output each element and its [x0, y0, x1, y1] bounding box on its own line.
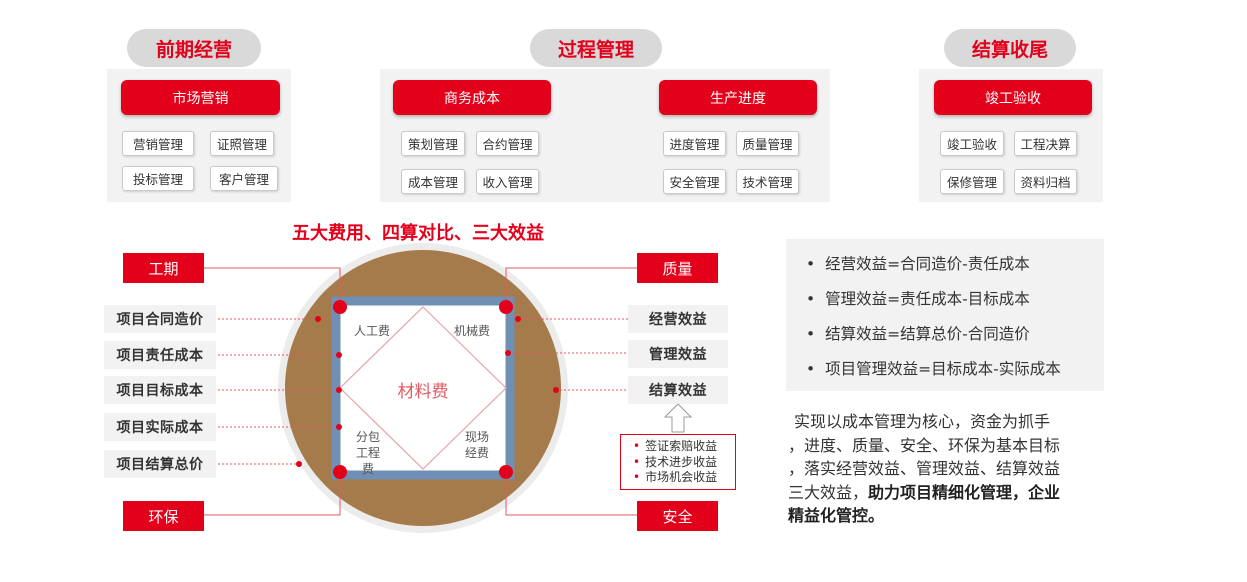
section-header-market[interactable]: 市场营销	[121, 80, 280, 115]
connector-line	[505, 472, 640, 516]
cost-site: 现场经费	[464, 430, 489, 460]
chip-item[interactable]: 营销管理	[122, 131, 194, 156]
benefit-item: 结算效益=结算总价-合同造价	[806, 322, 1030, 344]
chip-item[interactable]: 成本管理	[401, 169, 465, 194]
right-item: 结算效益	[628, 376, 728, 404]
left-item: 项目责任成本	[104, 341, 216, 369]
cost-material: 材料费	[397, 382, 449, 402]
chip-item[interactable]: 技术管理	[736, 169, 799, 194]
diagram-title: 五大费用、四算对比、三大效益	[292, 223, 544, 244]
summary-line: ，进度、质量、安全、环保为基本目标	[788, 435, 1061, 455]
chip-item[interactable]: 客户管理	[210, 166, 278, 191]
summary-line: 实现以成本管理为核心，资金为抓手	[794, 412, 1051, 431]
phase-title-1: 前期经营	[127, 29, 261, 67]
chip-item[interactable]: 合约管理	[476, 131, 539, 156]
chip-item[interactable]: 安全管理	[663, 169, 726, 194]
benefit-formulas: 经营效益=合同造价-责任成本 管理效益=责任成本-目标成本 结算效益=结算总价-…	[786, 239, 1104, 391]
bonus-box: 签证索赔收益 技术进步收益 市场机会收益	[620, 434, 736, 490]
corner-dot	[499, 465, 513, 479]
corner-label-safety: 安全	[637, 501, 718, 531]
summary-paragraph: 实现以成本管理为核心，资金为抓手 ，进度、质量、安全、环保为基本目标 ，落实经营…	[788, 410, 1118, 528]
connector-line	[204, 472, 341, 516]
section-header-completion[interactable]: 竣工验收	[934, 80, 1092, 115]
connector-dot	[553, 387, 559, 393]
chip-item[interactable]: 投标管理	[122, 166, 194, 191]
connector-dot	[336, 424, 342, 430]
chip-item[interactable]: 工程决算	[1014, 131, 1077, 156]
corner-dot	[499, 300, 513, 314]
chip-item[interactable]: 资料归档	[1014, 169, 1077, 194]
chip-item[interactable]: 质量管理	[736, 131, 799, 156]
chip-item[interactable]: 进度管理	[663, 131, 726, 156]
left-item: 项目实际成本	[104, 413, 216, 441]
benefit-item: 经营效益=合同造价-责任成本	[806, 252, 1030, 274]
corner-dot	[333, 465, 347, 479]
connector-dot	[315, 316, 321, 322]
chip-item[interactable]: 证照管理	[210, 131, 274, 156]
connector-line	[204, 267, 341, 305]
summary-line: ，落实经营效益、管理效益、结算效益	[788, 459, 1061, 478]
phase-title-3: 结算收尾	[944, 29, 1076, 67]
left-item: 项目结算总价	[104, 450, 216, 478]
connector-dot	[296, 461, 302, 467]
bonus-item: 市场机会收益	[633, 470, 735, 486]
left-item: 项目目标成本	[104, 376, 216, 404]
center-diamond	[339, 306, 507, 470]
summary-emphasis: 助力项目精细化管理，企业	[868, 482, 1061, 502]
cost-labor: 人工费	[353, 324, 390, 338]
chip-item[interactable]: 策划管理	[401, 131, 465, 156]
bonus-item: 签证索赔收益	[633, 439, 735, 455]
chip-item[interactable]: 竣工验收	[940, 131, 1004, 156]
benefit-item: 项目管理效益=目标成本-实际成本	[806, 357, 1061, 379]
benefit-item: 管理效益=责任成本-目标成本	[806, 287, 1030, 309]
summary-line: 三大效益，	[788, 482, 869, 502]
bonus-item: 技术进步收益	[633, 455, 735, 471]
section-header-production[interactable]: 生产进度	[659, 80, 817, 115]
corner-label-duration: 工期	[123, 253, 204, 283]
corner-dot	[333, 300, 347, 314]
up-arrow-icon	[663, 403, 693, 433]
summary-emphasis: 精益化管控。	[788, 506, 885, 525]
connector-dot	[515, 316, 521, 322]
left-item: 项目合同造价	[104, 305, 216, 333]
cost-machinery: 机械费	[453, 324, 490, 338]
connector-dot	[336, 387, 342, 393]
square-frame	[331, 296, 515, 480]
corner-label-environment: 环保	[123, 501, 204, 531]
connector-dot	[505, 350, 511, 356]
chip-item[interactable]: 收入管理	[476, 169, 539, 194]
section-header-commerce[interactable]: 商务成本	[393, 80, 551, 115]
phase-title-2: 过程管理	[530, 29, 662, 67]
right-item: 管理效益	[628, 340, 728, 368]
connector-line	[505, 267, 640, 305]
corner-label-quality: 质量	[637, 253, 718, 283]
cost-square	[340, 305, 506, 471]
cost-subcontract: 分包工程费	[355, 430, 380, 476]
chip-item[interactable]: 保修管理	[940, 169, 1004, 194]
connector-dot	[336, 352, 342, 358]
right-item: 经营效益	[628, 305, 728, 333]
